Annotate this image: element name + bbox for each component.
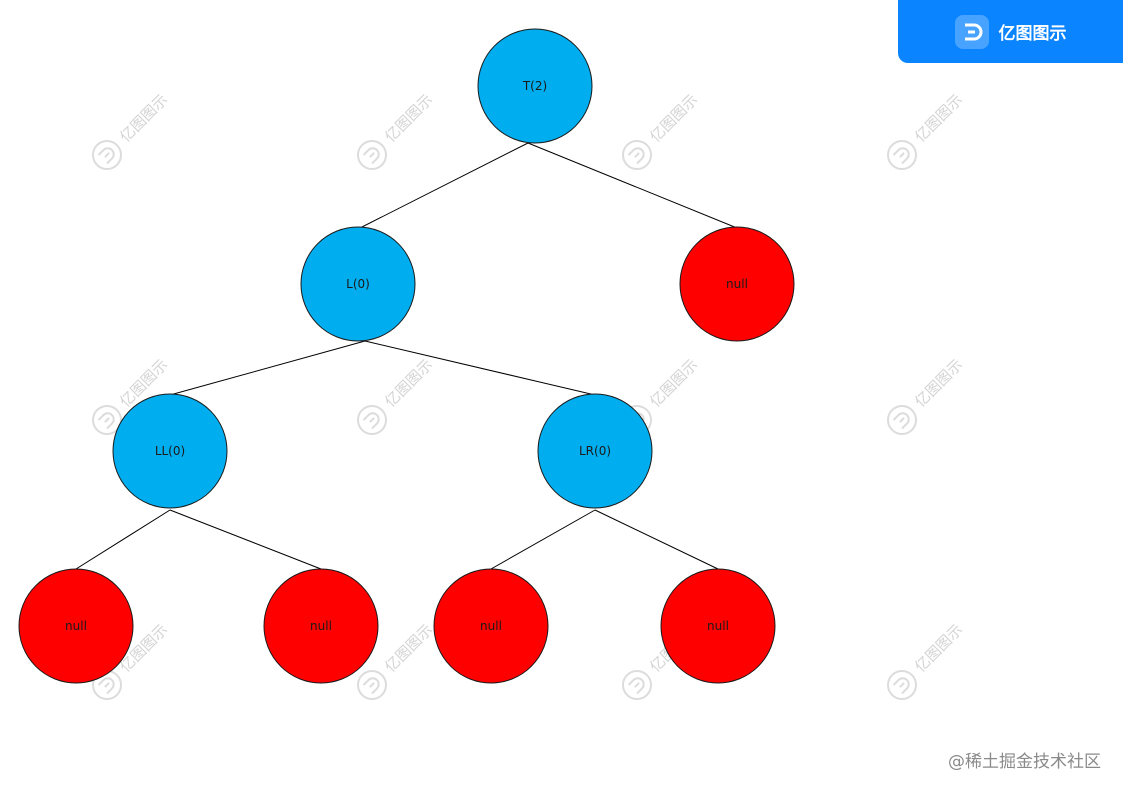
watermark: 亿图图示 [357,356,436,435]
node-circle [537,393,653,509]
tree-node-llr[interactable]: null [263,568,379,684]
edge-ll-llr [169,509,322,570]
watermark-text: 亿图图示 [116,91,171,146]
tree-node-r[interactable]: null [679,226,795,342]
edge-t-r [527,142,738,229]
watermark-logo-icon [887,405,917,435]
watermark-logo-icon [357,140,387,170]
node-label: LL(0) [155,444,185,458]
watermark-text: 亿图图示 [646,356,701,411]
edge-l-ll [169,340,366,396]
node-circle [18,568,134,684]
brand-badge: 亿图图示 [898,0,1123,63]
edraw-logo-icon [954,14,989,49]
watermark-text: 亿图图示 [381,356,436,411]
edge-t-l [359,142,529,229]
node-circle [112,393,228,509]
brand-name: 亿图图示 [998,24,1067,44]
node-circle [433,568,549,684]
tree-node-ll[interactable]: LL(0) [112,393,228,509]
tree-node-lrr[interactable]: null [660,568,776,684]
node-label: null [707,619,729,633]
watermark-logo-icon [887,670,917,700]
watermark-logo-icon [622,140,652,170]
tree-node-lrl[interactable]: null [433,568,549,684]
node-label: null [480,619,502,633]
watermark-text: 亿图图示 [911,621,966,676]
tree-node-lll[interactable]: null [18,568,134,684]
edge-ll-lll [75,509,171,570]
node-circle [679,226,795,342]
tree-node-l[interactable]: L(0) [300,226,416,342]
node-label: null [726,277,748,291]
watermark-text: 亿图图示 [911,91,966,146]
watermark-logo-icon [92,140,122,170]
edge-l-lr [364,340,596,396]
watermark-logo-icon [357,405,387,435]
edge-lr-lrr [594,509,719,570]
tree-node-lr[interactable]: LR(0) [537,393,653,509]
footer-credit: @稀土掘金技术社区 [948,752,1101,772]
watermark: 亿图图示 [887,91,966,170]
node-label: LR(0) [579,444,611,458]
watermark: 亿图图示 [887,621,966,700]
node-label: L(0) [346,277,370,291]
watermark-logo-icon [357,670,387,700]
watermark-logo-icon [622,670,652,700]
watermark: 亿图图示 [622,91,701,170]
watermark: 亿图图示 [92,91,171,170]
node-label: null [65,619,87,633]
watermark-text: 亿图图示 [381,621,436,676]
node-circle [660,568,776,684]
node-circle [477,28,593,144]
node-label: T(2) [522,79,547,93]
edge-layer [75,142,738,570]
tree-node-t[interactable]: T(2) [477,28,593,144]
watermark-text: 亿图图示 [646,91,701,146]
node-circle [263,568,379,684]
watermark: 亿图图示 [357,91,436,170]
watermark-logo-icon [887,140,917,170]
watermark-text: 亿图图示 [911,356,966,411]
watermark: 亿图图示 [887,356,966,435]
node-label: null [310,619,332,633]
node-circle [300,226,416,342]
edge-lr-lrl [490,509,596,570]
watermark-text: 亿图图示 [381,91,436,146]
